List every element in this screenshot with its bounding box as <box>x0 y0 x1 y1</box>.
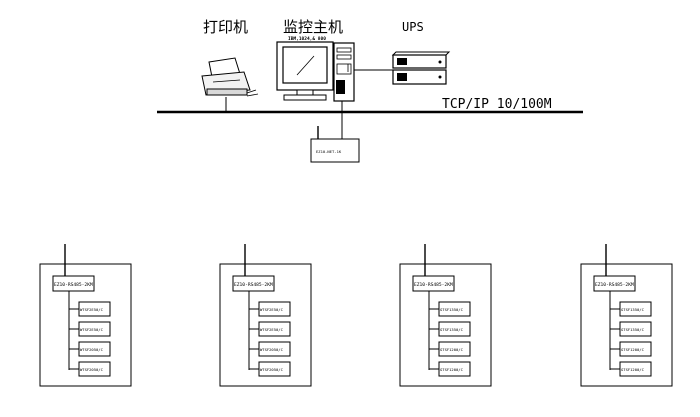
device-label: GTSF1350/C <box>621 307 644 312</box>
device-label: GTSF1200/C <box>621 367 644 372</box>
device-label: WTSF2E50/C <box>80 307 103 312</box>
converter-box <box>593 275 636 292</box>
network-label: TCP/IP 10/100M <box>442 97 552 112</box>
device-box <box>258 301 291 317</box>
device-label: WTSF2E50/C <box>80 327 103 332</box>
device-box <box>438 361 471 377</box>
device-box <box>258 341 291 357</box>
host-model-label: IBM,1024,& 800 <box>288 36 326 42</box>
device-box <box>619 321 652 337</box>
device-label: WTSF2050/C <box>260 347 283 352</box>
converter-label: EZ10-RS485-2KM <box>234 282 273 288</box>
device-label: GTSF1200/C <box>440 367 463 372</box>
device-box <box>619 361 652 377</box>
device-label: WTSF2050/C <box>80 347 103 352</box>
printer-icon <box>201 57 259 97</box>
device-label: GTSF1200/C <box>440 347 463 352</box>
device-box <box>258 321 291 337</box>
gateway-label: EZ10-NET-1K <box>316 149 342 154</box>
device-label: GTSF1350/C <box>440 307 463 312</box>
converter-label: EZ10-RS485-2KM <box>414 282 453 288</box>
device-box <box>438 301 471 317</box>
device-box <box>78 321 111 337</box>
device-label: WTSF2050/C <box>80 367 103 372</box>
device-box <box>438 321 471 337</box>
device-box <box>438 341 471 357</box>
device-label: GTSF1350/C <box>621 327 644 332</box>
converter-box <box>232 275 275 292</box>
converter-box <box>52 275 95 292</box>
ups-icon <box>391 51 451 85</box>
host-label: 监控主机 <box>283 18 343 36</box>
device-box <box>78 301 111 317</box>
device-box <box>78 341 111 357</box>
device-label: WTSF2050/C <box>260 367 283 372</box>
device-label: GTSF1200/C <box>621 347 644 352</box>
cabinet-group: EZ10-RS485-2KM WTSF2E50/C WTSF2E50/C WTSF20… <box>39 244 673 387</box>
ups-label: UPS <box>402 20 424 34</box>
converter-box <box>412 275 455 292</box>
gateway-box <box>310 138 360 163</box>
converter-label: EZ10-RS485-2KM <box>595 282 634 288</box>
device-box <box>258 361 291 377</box>
device-box <box>78 361 111 377</box>
device-box <box>619 341 652 357</box>
device-box <box>619 301 652 317</box>
converter-label: EZ10-RS485-2KM <box>54 282 93 288</box>
printer-label: 打印机 <box>203 18 248 36</box>
device-label: WTSF2E50/C <box>260 327 283 332</box>
device-label: WTSF2E50/C <box>260 307 283 312</box>
device-label: GTSF1350/C <box>440 327 463 332</box>
computer-icon <box>276 41 355 102</box>
